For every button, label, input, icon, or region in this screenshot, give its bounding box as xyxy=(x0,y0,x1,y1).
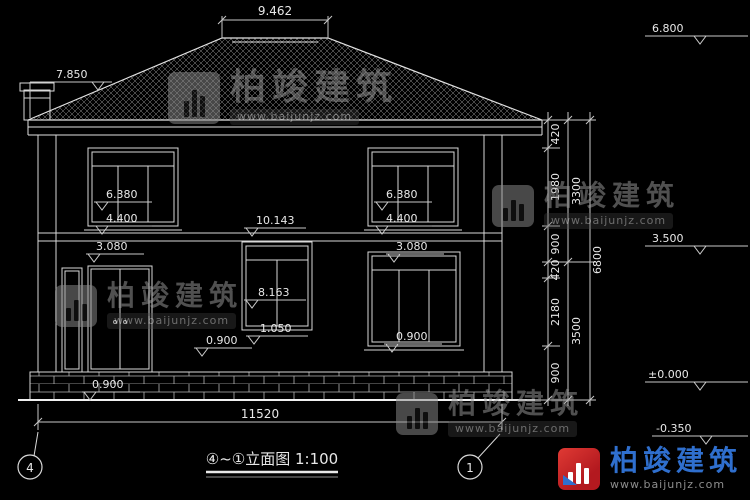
chain-value: 420 xyxy=(549,260,562,281)
narrow-window-left xyxy=(61,267,83,373)
dim-top-width: 9.462 xyxy=(258,4,292,18)
level-f1-head-right: 3.080 xyxy=(396,240,428,253)
level-mid-center: 8.163 xyxy=(258,286,290,299)
level-plinth-left: 0.900 xyxy=(92,378,124,391)
window-f2-left xyxy=(84,147,182,231)
level-eave-left: 7.850 xyxy=(56,68,88,81)
level-f2-sill-right: 4.400 xyxy=(386,212,418,225)
chain-value: 2180 xyxy=(549,298,562,326)
window-f1-right xyxy=(364,251,464,351)
chain-value: 900 xyxy=(549,363,562,384)
level-markers xyxy=(29,35,748,445)
dimension-top xyxy=(217,15,333,38)
chimney xyxy=(19,82,55,121)
right-chain-values: 420 1980 900 420 2180 900 3300 3500 6800 xyxy=(549,124,604,384)
axis-bubble-left-label: 4 xyxy=(26,461,34,475)
level-right-mid: 3.500 xyxy=(652,232,684,245)
entry-door xyxy=(87,265,153,373)
right-dimension-chain xyxy=(510,112,596,406)
chain-value: 900 xyxy=(549,234,562,255)
level-right-top: 6.800 xyxy=(652,22,684,35)
level-values: 7.850 10.143 8.163 1.050 0.900 0.900 3.0… xyxy=(56,22,691,435)
walls xyxy=(37,135,503,372)
chain-value: 3300 xyxy=(570,177,583,205)
level-f2-sill-left: 4.400 xyxy=(106,212,138,225)
chain-value: 1980 xyxy=(549,173,562,201)
dim-bottom-width: 11520 xyxy=(241,407,279,421)
level-f2-head-right: 6.380 xyxy=(386,188,418,201)
level-center-sill-lower: 0.900 xyxy=(206,334,238,347)
roof xyxy=(27,37,543,136)
chain-value: 3500 xyxy=(570,317,583,345)
level-f1-head-left: 3.080 xyxy=(96,240,128,253)
level-center-sill-upper: 1.050 xyxy=(260,322,292,335)
level-ridge: 10.143 xyxy=(256,214,295,227)
drawing-title: ④~①立面图 1:100 xyxy=(206,450,338,468)
chain-value: 420 xyxy=(549,124,562,145)
level-right-below: -0.350 xyxy=(656,422,691,435)
level-right-zero: ±0.000 xyxy=(648,368,689,381)
level-f1-sill-right: 0.900 xyxy=(396,330,428,343)
level-f2-head-left: 6.380 xyxy=(106,188,138,201)
window-f1-center xyxy=(241,241,313,331)
chain-value: 6800 xyxy=(591,246,604,274)
window-f2-right xyxy=(364,147,462,231)
axis-bubbles xyxy=(17,431,501,480)
axis-bubble-right-label: 1 xyxy=(466,461,474,475)
